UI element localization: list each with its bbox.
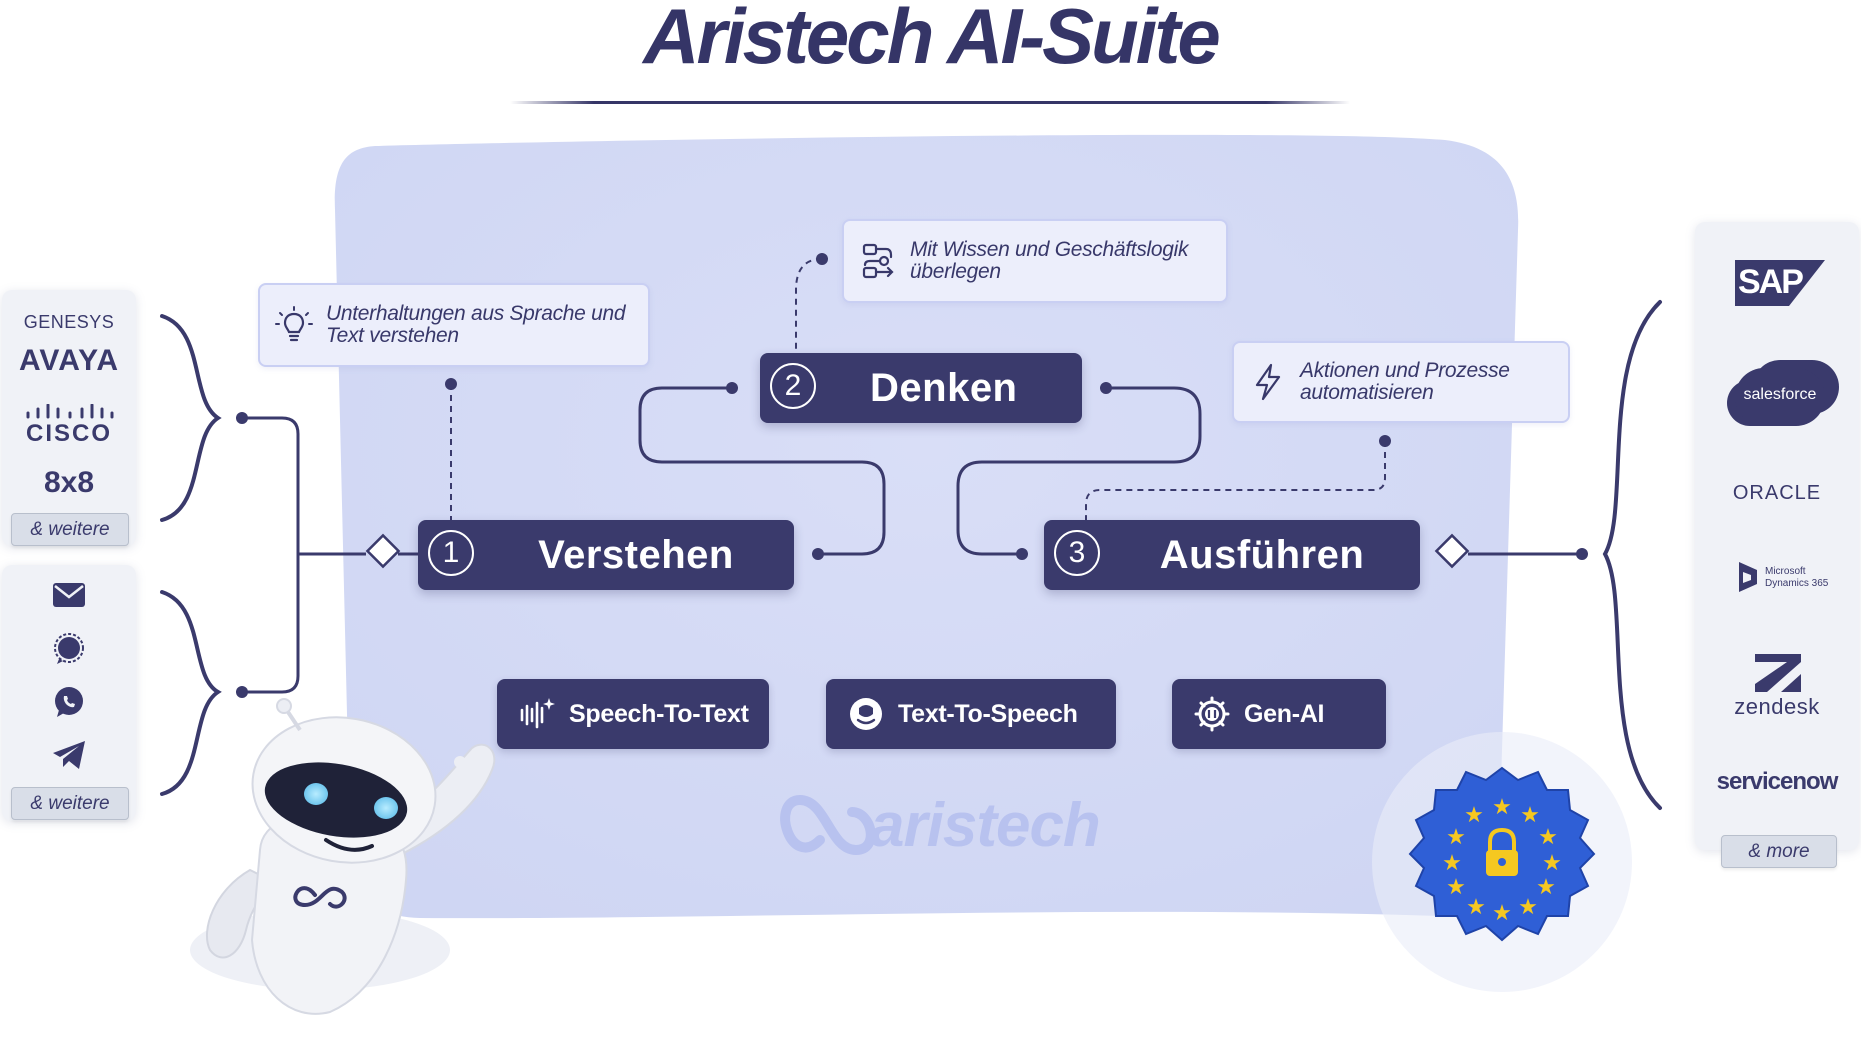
cisco-logo: CISCO bbox=[25, 420, 112, 447]
step-label: Denken bbox=[870, 366, 1018, 410]
soundwave-sparkle-icon bbox=[520, 698, 555, 729]
chip-icon bbox=[1194, 696, 1230, 732]
8x8-logo: 8x8 bbox=[43, 466, 95, 499]
tooltip-think: Mit Wissen und Geschäftslogik überlegen bbox=[842, 219, 1228, 303]
svg-text:★: ★ bbox=[1542, 851, 1562, 876]
svg-text:★: ★ bbox=[1446, 875, 1466, 900]
svg-text:★: ★ bbox=[1538, 825, 1558, 850]
feature-gen-ai: Gen-AI bbox=[1172, 679, 1386, 749]
servicenow-logo: servicenow bbox=[1716, 768, 1839, 795]
chat-bubble-icon bbox=[54, 633, 84, 664]
left-bottom-brace bbox=[160, 590, 222, 796]
svg-text:★: ★ bbox=[1446, 825, 1466, 850]
sap-logo-text: SAP bbox=[1738, 263, 1804, 301]
step-understand: 1 Verstehen bbox=[418, 520, 794, 590]
svg-text:★: ★ bbox=[1518, 895, 1538, 920]
more-pill: & weitere bbox=[11, 513, 129, 546]
robot-mascot bbox=[190, 698, 496, 1015]
step-act: 3 Ausführen bbox=[1044, 520, 1420, 590]
oracle-logo: ORACLE bbox=[1732, 482, 1822, 504]
more-pill: & more bbox=[1721, 835, 1837, 868]
feature-label: Text-To-Speech bbox=[898, 699, 1078, 728]
svg-text:★: ★ bbox=[1520, 803, 1540, 828]
title-underline bbox=[510, 101, 1350, 104]
tooltip-understand: Unterhaltungen aus Sprache und Text vers… bbox=[258, 283, 650, 367]
feature-text-to-speech: Text-To-Speech bbox=[826, 679, 1116, 749]
more-pill: & weitere bbox=[11, 787, 129, 820]
right-diamond-node bbox=[1434, 533, 1470, 569]
left-diamond-node bbox=[365, 533, 401, 569]
step-label: Ausführen bbox=[1159, 533, 1365, 577]
svg-text:★: ★ bbox=[1464, 803, 1484, 828]
feature-label: Speech-To-Text bbox=[569, 699, 749, 728]
genesys-logo: GENESYS bbox=[23, 312, 115, 332]
svg-text:★: ★ bbox=[1442, 851, 1462, 876]
microsoft-dynamics-logo: Microsoft Dynamics 365 bbox=[1765, 566, 1829, 589]
step-label: Verstehen bbox=[538, 533, 734, 577]
feature-label: Gen-AI bbox=[1244, 699, 1325, 728]
lightning-icon bbox=[1255, 363, 1281, 401]
right-brace bbox=[1602, 300, 1662, 810]
workflow-icon bbox=[862, 243, 894, 279]
svg-text:★: ★ bbox=[1492, 795, 1512, 820]
zendesk-icon bbox=[1755, 654, 1801, 692]
tooltip-act: Aktionen und Prozesse automatisieren bbox=[1232, 341, 1570, 423]
right-panel-integrations: SAP salesforce ORACLE Microsoft Dynamics… bbox=[1695, 222, 1859, 868]
microsoft-dynamics-icon bbox=[1739, 562, 1757, 592]
whatsapp-icon bbox=[55, 687, 83, 717]
page-title: Aristech AI-Suite bbox=[643, 0, 1221, 80]
tooltip-understand-text: Unterhaltungen aus Sprache und Text vers… bbox=[326, 302, 626, 347]
step-think: 2 Denken bbox=[760, 353, 1082, 423]
svg-text:★: ★ bbox=[1492, 901, 1512, 926]
zendesk-logo: zendesk bbox=[1734, 694, 1820, 719]
left-panel-channels: & weitere bbox=[2, 565, 136, 821]
step-number: 2 bbox=[770, 363, 816, 409]
step-number: 1 bbox=[428, 530, 474, 576]
left-top-brace bbox=[160, 314, 222, 522]
cisco-bars-icon bbox=[26, 404, 114, 419]
email-icon bbox=[53, 583, 85, 607]
aristech-watermark-mark bbox=[780, 794, 876, 856]
salesforce-logo: salesforce bbox=[1735, 368, 1825, 426]
avaya-logo: AVAYA bbox=[18, 344, 120, 377]
feature-speech-to-text: Speech-To-Text bbox=[497, 679, 769, 749]
lightbulb-icon bbox=[275, 306, 313, 342]
svg-text:★: ★ bbox=[1466, 895, 1486, 920]
speaking-head-icon bbox=[850, 698, 882, 730]
svg-text:★: ★ bbox=[1536, 875, 1556, 900]
aristech-watermark: aristech bbox=[870, 791, 1101, 860]
tooltip-think-text: Mit Wissen und Geschäftslogik überlegen bbox=[910, 238, 1189, 283]
eu-security-seal: ★ ★ ★ ★ ★ ★ ★ ★ ★ ★ ★ ★ bbox=[1372, 732, 1632, 992]
salesforce-logo-text: salesforce bbox=[1743, 386, 1817, 403]
left-panel-contact-center: GENESYS AVAYA CISCO 8x8 & weitere bbox=[2, 290, 136, 546]
tooltip-act-text: Aktionen und Prozesse automatisieren bbox=[1300, 359, 1510, 404]
step-number: 3 bbox=[1054, 530, 1100, 576]
sap-logo: SAP bbox=[1735, 260, 1825, 306]
telegram-icon bbox=[53, 741, 85, 769]
